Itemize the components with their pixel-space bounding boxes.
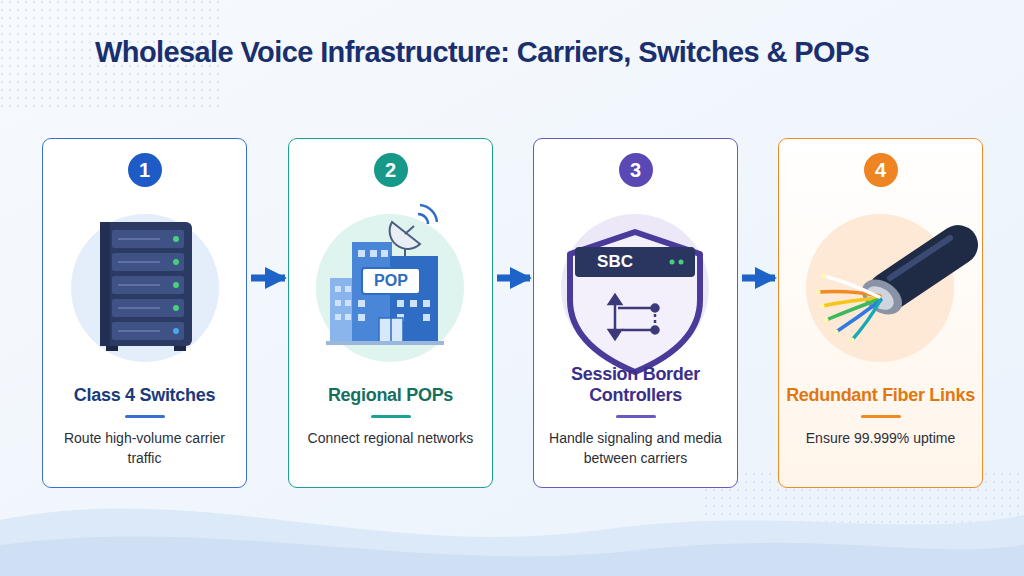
server-icon <box>100 222 192 351</box>
wave <box>0 536 1024 576</box>
card-description: Ensure 99.999% uptime <box>787 429 974 449</box>
divider <box>125 415 165 418</box>
flow-arrow <box>497 275 530 282</box>
divider <box>371 415 411 418</box>
wave <box>0 509 1024 576</box>
title-area: Session Border Controllers <box>538 339 733 407</box>
card-ground <box>288 138 493 488</box>
step-number: 4 <box>864 153 898 187</box>
step-number: 2 <box>374 153 408 187</box>
card-description: Handle signaling and media between carri… <box>542 429 729 468</box>
card-title: Regional POPs <box>328 385 453 407</box>
card-title: Session Border Controllers <box>538 364 733 407</box>
card-title: Redundant Fiber Links <box>786 385 975 407</box>
title-area: Redundant Fiber Links <box>783 339 978 407</box>
sbc-shield-icon <box>570 232 700 372</box>
flow-arrow <box>742 275 775 282</box>
title-area: Regional POPs <box>293 339 488 407</box>
icon-backdrop <box>316 214 464 362</box>
card-ground <box>533 138 738 488</box>
icon-backdrop <box>806 214 954 362</box>
card-ground <box>42 138 247 488</box>
card-description: Connect regional networks <box>297 429 484 449</box>
pop-building-icon <box>326 205 444 345</box>
process-card: 2Regional POPsConnect regional networks <box>288 138 493 488</box>
fiber-cable-icon <box>816 238 959 343</box>
process-card: 3Session Border ControllersHandle signal… <box>533 138 738 488</box>
card-ground <box>778 138 983 488</box>
process-card: 4Redundant Fiber LinksEnsure 99.999% upt… <box>778 138 983 488</box>
card-title: Class 4 Switches <box>74 385 215 407</box>
title-area: Class 4 Switches <box>47 339 242 407</box>
icon-backdrop <box>71 214 219 362</box>
step-number: 3 <box>619 153 653 187</box>
device-label: SBC <box>597 252 633 272</box>
sign-label: POP <box>374 272 408 290</box>
process-card: 1Class 4 SwitchesRoute high-volume carri… <box>42 138 247 488</box>
diagram-title: Wholesale Voice Infrastructure: Carriers… <box>95 36 869 69</box>
divider <box>616 415 656 418</box>
card-description: Route high-volume carrier traffic <box>51 429 238 468</box>
step-number: 1 <box>128 153 162 187</box>
flow-arrow <box>251 275 285 282</box>
divider <box>861 415 901 418</box>
